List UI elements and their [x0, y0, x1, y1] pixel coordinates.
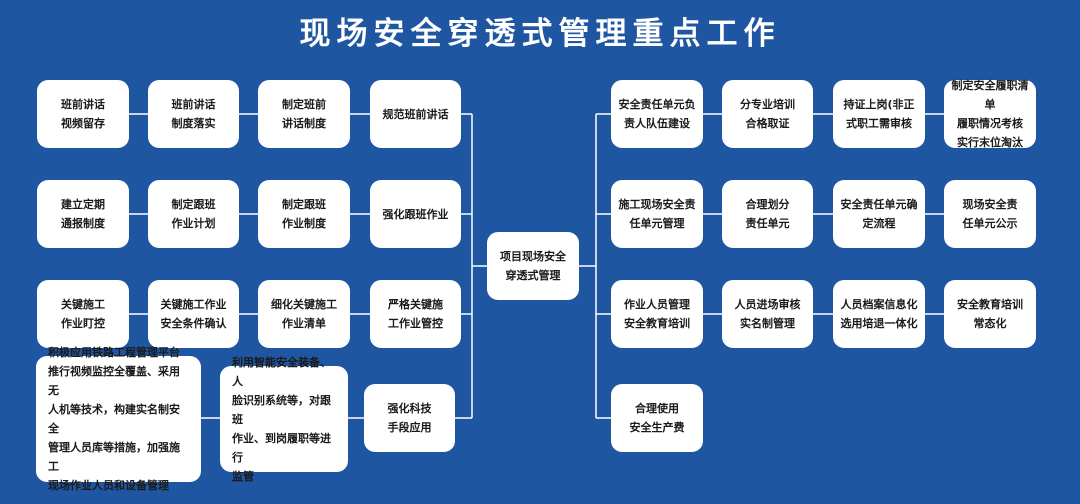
right-row3-item-1: 人员进场审核 实名制管理 [722, 280, 813, 348]
left-row1-main: 规范班前讲话 [370, 80, 461, 148]
right-row4-main: 合理使用 安全生产费 [611, 384, 703, 452]
left-row3-item-2: 关键施工作业 安全条件确认 [148, 280, 239, 348]
left-row3-item-1: 关键施工 作业盯控 [37, 280, 129, 348]
page-title: 现场安全穿透式管理重点工作 [299, 16, 781, 52]
right-row2-main: 施工现场安全责 任单元管理 [611, 180, 703, 248]
right-row2-item-3: 现场安全责 任单元公示 [944, 180, 1036, 248]
right-row3-item-3: 安全教育培训 常态化 [944, 280, 1036, 348]
left-row2-item-3: 制定跟班 作业制度 [258, 180, 350, 248]
left-row1-item-3: 制定班前 讲话制度 [258, 80, 350, 148]
right-row1-item-3: 制定安全履职清单 履职情况考核 实行末位淘汰 [944, 79, 1036, 149]
right-row2-item-1: 合理划分 责任单元 [722, 180, 813, 248]
right-row1-item-1: 分专业培训 合格取证 [722, 80, 813, 148]
left-row4-item-2: 利用智能安全装备、人 脸识别系统等，对跟班 作业、到岗履职等进行 监管 [220, 356, 348, 483]
right-row3-item-2: 人员档案信息化 选用培退一体化 [833, 280, 925, 348]
right-row1-main: 安全责任单元负 责人队伍建设 [611, 80, 703, 148]
left-row3-main: 严格关键施 工作业管控 [370, 280, 461, 348]
left-row2-item-1: 建立定期 通报制度 [37, 180, 129, 248]
right-row2-item-2: 安全责任单元确 定流程 [833, 180, 925, 248]
left-row1-item-2: 班前讲话 制度落实 [148, 80, 239, 148]
right-row3-main: 作业人员管理 安全教育培训 [611, 280, 703, 348]
right-row1-item-2: 持证上岗(非正 式职工需审核 [833, 80, 925, 148]
center-node: 项目现场安全 穿透式管理 [487, 232, 579, 300]
left-row1-item-1: 班前讲话 视频留存 [37, 80, 129, 148]
left-row4-main: 强化科技 手段应用 [364, 384, 455, 452]
left-row4-item-1: 积极应用铁路工程管理平台 推行视频监控全覆盖、采用无 人机等技术，构建实名制安全… [36, 346, 201, 492]
left-row2-main: 强化跟班作业 [370, 180, 461, 248]
left-row2-item-2: 制定跟班 作业计划 [148, 180, 239, 248]
left-row3-item-3: 细化关键施工 作业清单 [258, 280, 350, 348]
